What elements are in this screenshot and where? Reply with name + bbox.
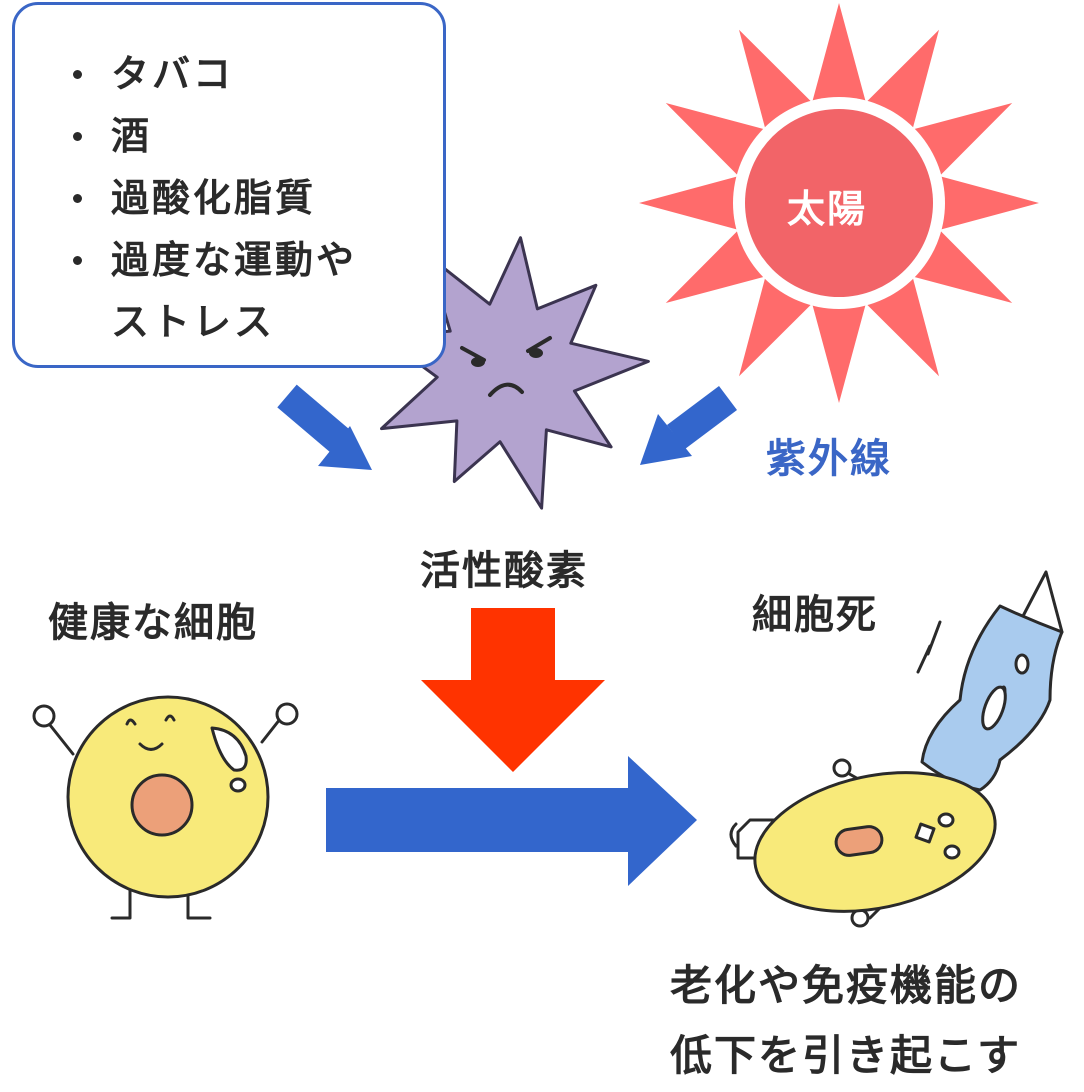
dead-cell-icon	[729, 758, 997, 928]
blue-right-arrow	[326, 756, 697, 886]
result-line2: 低下を引き起こす	[670, 1031, 1022, 1080]
ros-left-eye	[471, 357, 485, 367]
healthy-cell-icon	[32, 695, 299, 920]
causes-box: タバコ 酒 過酸化脂質 過度な運動や ストレス	[12, 2, 446, 368]
arrow-uv-to-ros	[640, 386, 737, 465]
cause-item-line1: 過度な運動や	[111, 238, 358, 282]
ros-mouth	[488, 382, 524, 397]
reactive-oxygen-icon	[380, 236, 650, 510]
healthy-cell-label: 健康な細胞	[48, 600, 258, 646]
result-line1: 老化や免疫機能の	[670, 961, 1023, 1010]
red-down-arrow	[421, 608, 605, 772]
cause-item-exercise-stress: 過度な運動や ストレス	[67, 229, 357, 353]
causes-list: タバコ 酒 過酸化脂質 過度な運動や ストレス	[67, 43, 357, 353]
sun-label: 太陽	[787, 187, 868, 231]
sun-core	[745, 109, 933, 297]
cause-item-lipid-peroxide: 過酸化脂質	[67, 167, 357, 229]
cell-death-label: 細胞死	[752, 592, 878, 638]
uv-label: 紫外線	[766, 436, 892, 482]
sun-icon	[639, 3, 1039, 403]
ros-right-brow	[526, 336, 552, 353]
ghost-icon	[916, 570, 1064, 792]
cause-item-alcohol: 酒	[67, 105, 357, 167]
ros-right-eye	[529, 348, 543, 358]
ros-label: 活性酸素	[420, 548, 588, 594]
cause-item-tobacco: タバコ	[67, 43, 357, 105]
cause-item-line2: ストレス	[111, 300, 276, 344]
ros-body	[380, 236, 650, 510]
arrow-causes-to-ros	[277, 384, 372, 470]
